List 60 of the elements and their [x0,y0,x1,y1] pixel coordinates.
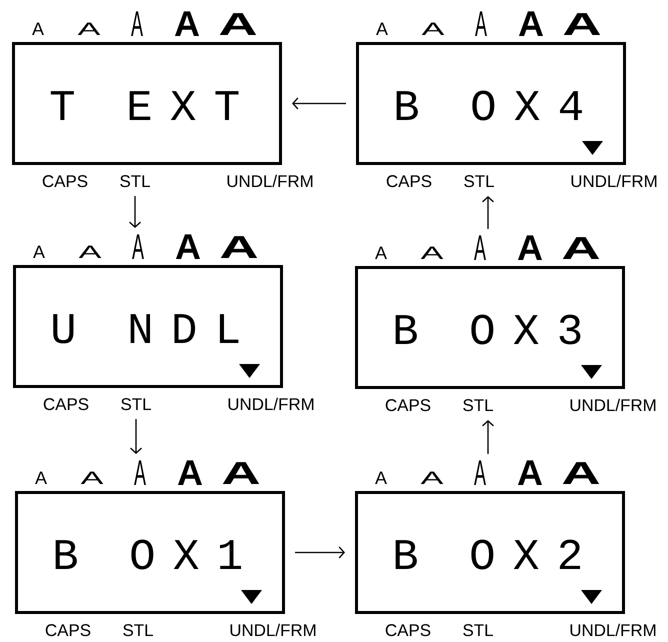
indicator-label: UNDL/FRM [570,398,656,412]
size-indicator: A [32,22,44,35]
display-screen: B O X 4 [356,42,626,165]
indicator-label: UNDL/FRM [570,624,656,636]
size-indicator: A [220,236,258,258]
indicator-label: STL [120,175,150,188]
size-indicator: A [78,246,102,258]
size-indicator: A [420,472,444,484]
size-indicator: A [564,13,600,35]
arrow [482,420,494,454]
size-indicator: A [475,11,487,36]
arrow [482,196,494,229]
size-indicator: A [422,22,444,35]
size-indicator: A [176,234,200,259]
size-indicator: A [222,462,260,484]
indicator-label: CAPS [386,175,432,188]
size-indicator: A [375,472,387,484]
indicator-label: CAPS [42,175,88,188]
size-indicator: A [35,472,47,484]
indicator-label: UNDL/FRM [228,174,312,188]
size-indicator: A [474,235,486,260]
size-indicator: A [174,11,199,36]
indicator-label: CAPS [46,624,90,636]
display-screen: U N D L [13,265,283,388]
indicator-label: STL [463,399,493,412]
size-indicator: A [33,246,45,258]
size-indicator: A [80,472,104,484]
size-indicator: A [134,460,146,485]
size-indicator: A [78,22,100,35]
size-indicator: A [420,246,444,259]
arrow [130,419,142,454]
size-indicator: A [220,13,256,35]
size-indicator: A [518,235,542,260]
size-indicator: A [132,234,144,259]
size-indicator: A [518,460,542,485]
size-indicator: A [376,22,388,35]
indicator-label: STL [123,624,153,636]
display-screen: B O X 3 [355,266,625,389]
indicator-label: UNDL/FRM [228,398,314,410]
display-screen: B O X 1 [15,491,285,614]
size-indicator: A [178,460,202,485]
indicator-label: STL [121,398,151,410]
display-screen: B O X 2 [355,491,625,614]
indicator-label: UNDL/FRM [572,174,656,188]
indicator-label: CAPS [386,399,430,412]
display-screen: T E X T [12,42,282,165]
size-indicator: A [131,11,143,36]
indicator-label: UNDL/FRM [230,624,316,636]
size-indicator: A [518,11,543,36]
size-indicator: A [474,460,486,485]
indicator-label: STL [464,175,494,188]
size-indicator: A [562,237,600,259]
indicator-label: CAPS [44,398,88,410]
size-indicator: A [562,462,600,484]
indicator-label: STL [463,624,493,636]
arrow [292,98,346,110]
size-indicator: A [375,246,387,259]
arrow [295,546,345,558]
indicator-label: CAPS [386,624,430,636]
arrow [129,196,141,228]
